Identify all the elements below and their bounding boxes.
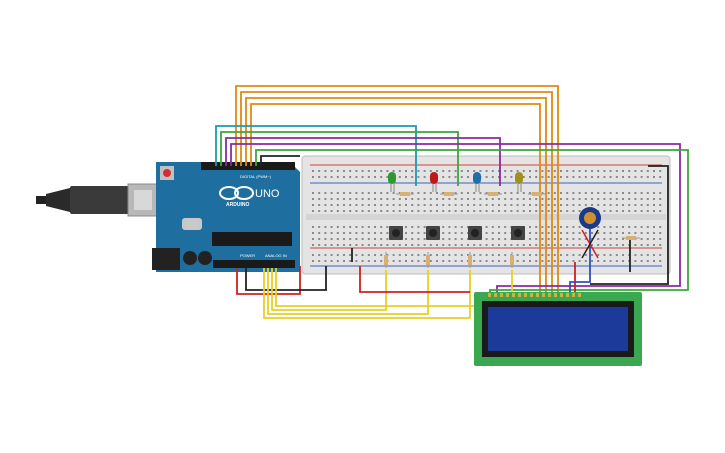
resistor xyxy=(468,252,472,268)
pushbutton xyxy=(511,226,525,240)
digital-label: DIGITAL (PWM~) xyxy=(240,174,272,179)
resistors xyxy=(384,192,640,268)
analog-label: ANALOG IN xyxy=(265,253,287,258)
resistor xyxy=(622,236,640,240)
arduino-logo xyxy=(219,186,254,200)
led xyxy=(388,172,396,192)
pushbutton xyxy=(389,226,403,240)
led xyxy=(430,172,438,192)
power-label: POWER xyxy=(240,253,255,258)
wires-bottom xyxy=(236,165,669,319)
arduino-model: UNO xyxy=(255,188,280,200)
led xyxy=(473,172,481,192)
resistor xyxy=(396,192,414,196)
leds xyxy=(388,172,523,192)
arduino-board: ARDUINO UNO DIGITAL (PWM~) POWER ANALOG … xyxy=(152,162,300,272)
lcd-display xyxy=(474,292,642,366)
potentiometer xyxy=(579,207,601,259)
usb-cable xyxy=(36,183,159,217)
pushbutton xyxy=(426,226,440,240)
pushbuttons xyxy=(389,226,525,240)
resistor xyxy=(484,192,502,196)
resistor xyxy=(528,192,546,196)
arduino-brand: ARDUINO xyxy=(226,202,249,208)
pushbutton xyxy=(468,226,482,240)
resistor xyxy=(384,252,388,268)
lcd-pins xyxy=(488,293,581,297)
resistor xyxy=(426,252,430,268)
led xyxy=(515,172,523,192)
breadboard-holes xyxy=(312,170,662,262)
resistor xyxy=(510,252,514,268)
resistor xyxy=(440,192,458,196)
breadboard xyxy=(301,155,671,275)
wires-top xyxy=(215,85,689,296)
